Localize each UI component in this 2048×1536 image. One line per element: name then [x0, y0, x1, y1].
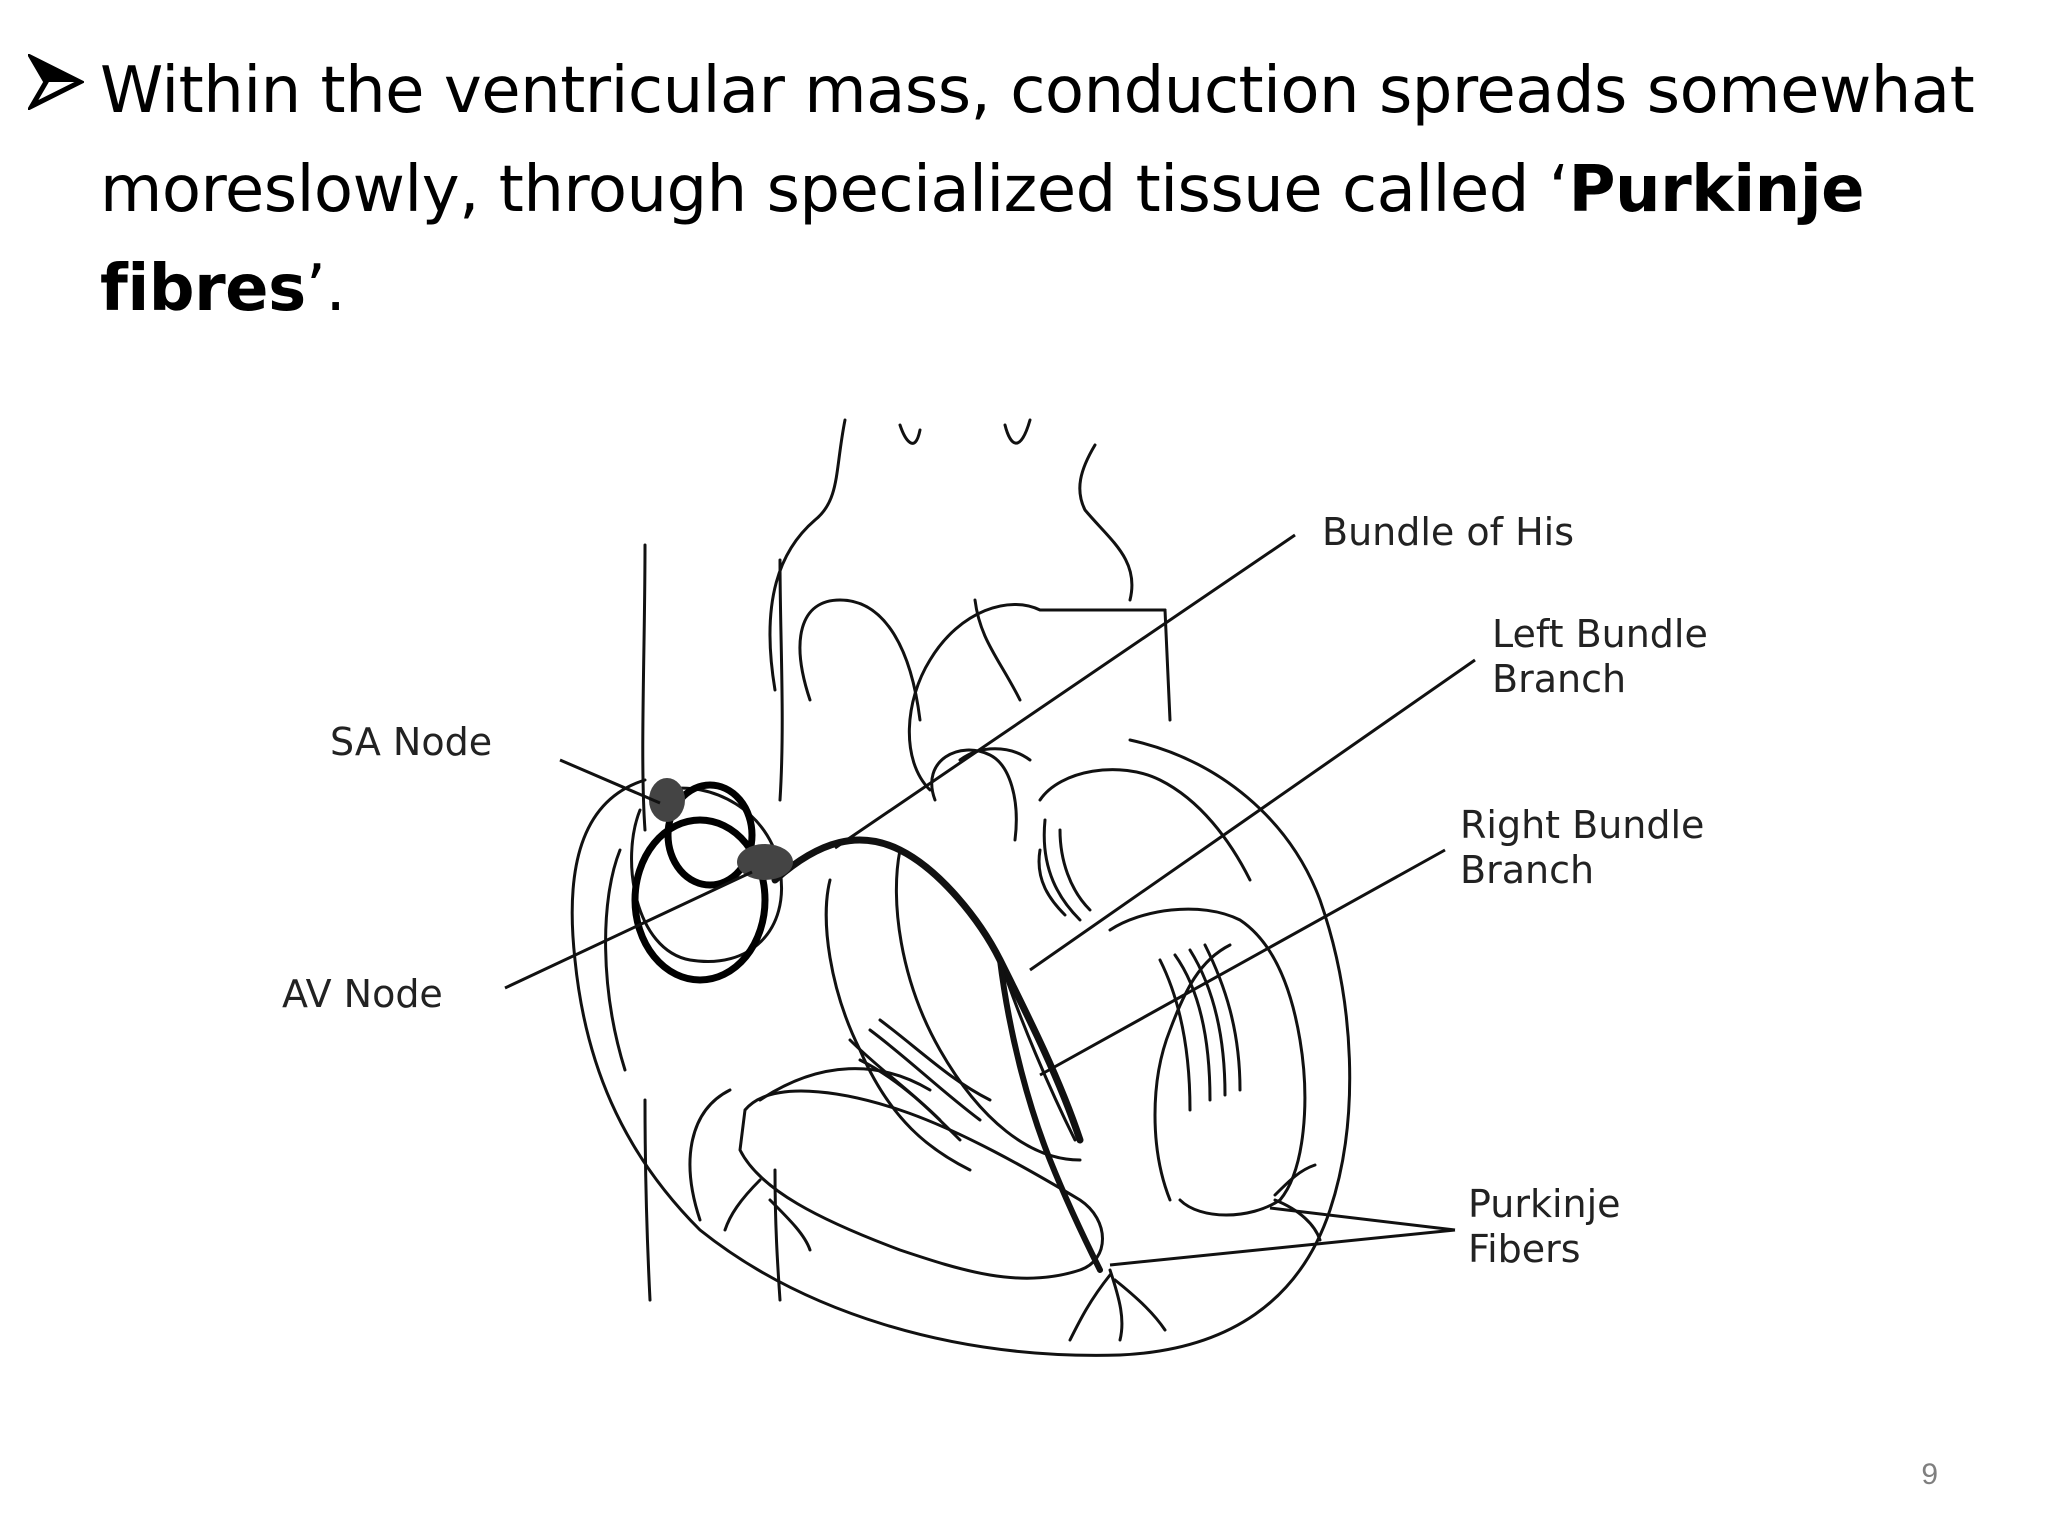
bullet-text-part2: ’.: [305, 252, 346, 326]
label-right-bundle-1: Right Bundle: [1460, 803, 1704, 847]
left-bundle-leader: [1029, 658, 1476, 972]
purkinje-leader-2: [1269, 1206, 1456, 1232]
sa-node-leader: [559, 758, 661, 805]
right-bundle-leader: [1039, 848, 1446, 1077]
arrow-bullet-icon: [28, 54, 84, 110]
purkinje-leader-1: [1109, 1228, 1456, 1267]
av-node-leader: [504, 870, 753, 990]
av-node-loop: [631, 816, 769, 984]
bundle-of-his-leader: [834, 533, 1296, 850]
label-purkinje-2: Fibers: [1468, 1227, 1581, 1271]
heart-drawing: [570, 418, 1352, 1357]
label-av-node: AV Node: [282, 972, 443, 1016]
label-sa-node: SA Node: [330, 720, 492, 764]
bullet-text-part1: Within the ventricular mass, conduction …: [100, 54, 1975, 227]
page-number: 9: [1921, 1458, 1938, 1491]
bullet-text: Within the ventricular mass, conduction …: [100, 42, 2035, 339]
label-right-bundle-2: Branch: [1460, 848, 1594, 892]
bullet-text-bold: Purkinje fibres: [100, 153, 1865, 326]
label-left-bundle-1: Left Bundle: [1492, 612, 1708, 656]
node-loops: [631, 781, 769, 984]
label-left-bundle-2: Branch: [1492, 657, 1626, 701]
leader-lines: [504, 533, 1476, 1267]
sa-node-loop: [664, 781, 756, 889]
label-purkinje-1: Purkinje: [1468, 1182, 1621, 1226]
label-bundle-of-his: Bundle of His: [1322, 510, 1574, 554]
